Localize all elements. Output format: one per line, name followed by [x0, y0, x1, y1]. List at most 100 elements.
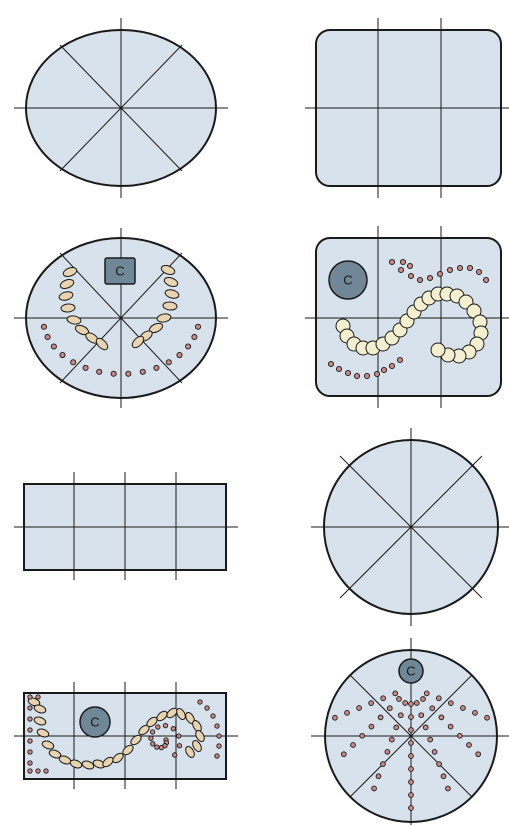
plant-dot: [393, 691, 398, 696]
plant-dot: [28, 750, 32, 754]
plant-dot: [126, 371, 131, 376]
rectangle-bed-empty: [14, 472, 238, 580]
plant-dot: [421, 697, 426, 702]
plant-dot: [217, 744, 221, 748]
plant-dot: [376, 774, 381, 779]
plant-dot: [97, 369, 102, 374]
centerpiece-label: C: [115, 263, 124, 278]
plant-dot: [423, 725, 428, 730]
plant-dot: [446, 786, 451, 791]
plant-dot: [476, 752, 481, 757]
plant-dot: [374, 371, 379, 376]
plant-dot: [328, 361, 333, 366]
plant-dot: [28, 728, 32, 732]
plant-dot: [473, 710, 478, 715]
plant-dot: [195, 324, 200, 329]
plant-dot: [154, 365, 159, 370]
plant-dot: [394, 725, 399, 730]
plant-dot: [163, 723, 167, 727]
plant-dot: [432, 749, 437, 754]
plant-dot: [186, 344, 191, 349]
plant-dot: [409, 754, 414, 759]
plant-dot: [215, 724, 219, 728]
plant-dot: [476, 269, 481, 274]
plant-dot: [441, 774, 446, 779]
plant-dot: [151, 742, 155, 746]
plant-dot: [428, 737, 433, 742]
centerpiece-label: C: [406, 663, 415, 678]
plant-dot: [403, 701, 408, 706]
plant-dot: [389, 737, 394, 742]
plant-dot: [409, 702, 414, 707]
plant-dot: [155, 745, 159, 749]
plant-dot: [409, 806, 414, 811]
plant-dot: [397, 357, 402, 362]
plant-dot: [28, 769, 32, 773]
plant-dot: [177, 352, 182, 357]
plant-dot: [381, 696, 386, 701]
oval-bed-empty: [14, 18, 228, 198]
centerpiece-label: C: [90, 714, 99, 729]
plant-dot: [354, 373, 359, 378]
plant-dot: [156, 725, 160, 729]
plant-dot: [387, 706, 392, 711]
circle-bed-planted: C: [311, 638, 509, 825]
plant-dot: [389, 363, 394, 368]
plant-dot: [60, 352, 65, 357]
plant-dot: [341, 752, 346, 757]
plant-dot: [409, 793, 414, 798]
plant-dot: [448, 724, 453, 729]
plant-dot: [357, 706, 362, 711]
plant-dot: [430, 706, 435, 711]
plant-dot: [111, 371, 116, 376]
plant-dot: [28, 717, 32, 721]
plant-dot: [177, 734, 181, 738]
plant-dot: [159, 745, 163, 749]
plant-dot: [177, 744, 181, 748]
plant-dot: [333, 715, 338, 720]
centerpiece-label: C: [343, 272, 352, 287]
plant-dot: [398, 267, 403, 272]
plant-dot: [385, 749, 390, 754]
plant-dot: [345, 710, 350, 715]
plant-dot: [467, 743, 472, 748]
plant-dot: [409, 715, 414, 720]
rectangle-bed-planted: C: [14, 682, 238, 789]
square-bed-empty: [305, 18, 509, 198]
plant-dot: [345, 370, 350, 375]
plant-dot: [36, 695, 40, 699]
plant-dot: [439, 715, 444, 720]
plant-dot: [437, 762, 442, 767]
plant-dot: [171, 727, 175, 731]
plant-dot: [71, 360, 76, 365]
plant-dot: [36, 769, 40, 773]
plant-dot: [28, 695, 32, 699]
square-bed-planted: C: [305, 226, 509, 408]
plant-dot: [400, 259, 405, 264]
plant-dot: [217, 734, 221, 738]
plant-dot: [360, 733, 365, 738]
plant-dot: [205, 706, 209, 710]
plant-dot: [211, 714, 215, 718]
plant-dot: [448, 701, 453, 706]
plant-dot: [457, 265, 462, 270]
plant-dot: [419, 713, 424, 718]
plant-dot: [461, 706, 466, 711]
plant-bead: [431, 343, 445, 357]
plant-dot: [485, 715, 490, 720]
plant-dot: [397, 697, 402, 702]
plant-dot: [28, 706, 32, 710]
plant-dot: [467, 265, 472, 270]
plant-dot: [409, 741, 414, 746]
plant-dot: [215, 754, 219, 758]
plant-dot: [41, 324, 46, 329]
plant-dot: [427, 275, 432, 280]
plant-dot: [28, 761, 32, 765]
plant-dot: [372, 786, 377, 791]
plant-dot: [408, 273, 413, 278]
plant-dot: [149, 736, 153, 740]
plant-dot: [336, 366, 341, 371]
plant-dot: [172, 753, 176, 757]
plant-dot: [28, 739, 32, 743]
